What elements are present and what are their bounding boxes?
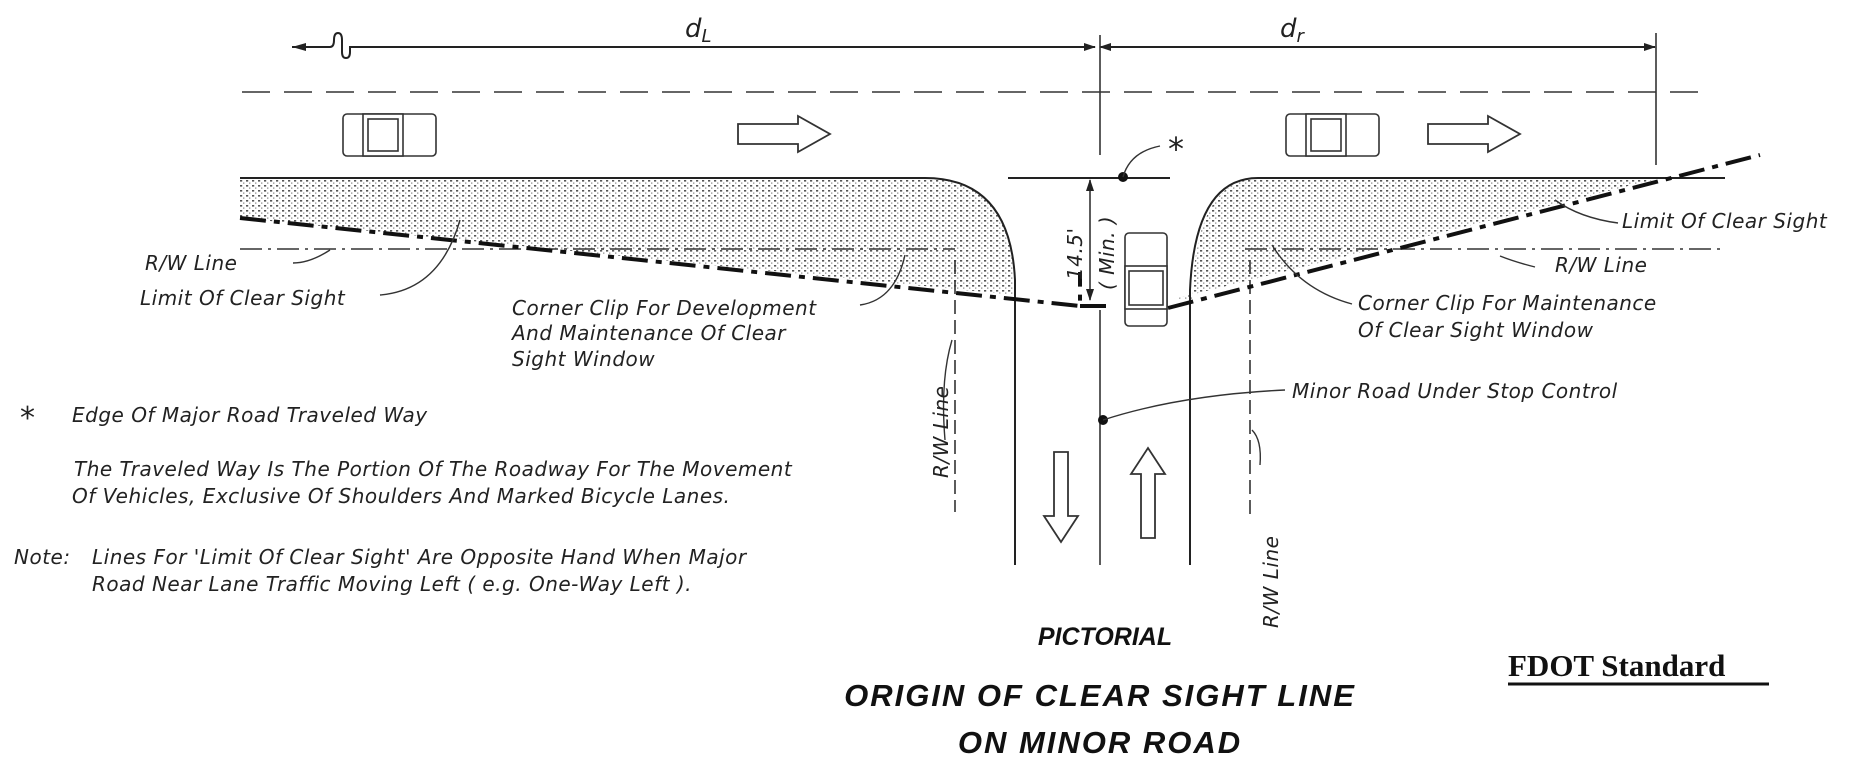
- clear-sight-area-right: [1170, 178, 1660, 300]
- arrow-right-icon-2: [1427, 114, 1522, 154]
- car-icon-major-left: [342, 113, 437, 157]
- corner-clip-maint-line1: Corner Clip For Maintenance: [1358, 291, 1657, 315]
- rw-line-label-minor-right: R/W Line: [1259, 536, 1283, 628]
- pictorial-label: PICTORIAL: [1038, 623, 1172, 651]
- car-icon-major-right: [1285, 113, 1380, 157]
- edge-asterisk: *: [1168, 130, 1184, 168]
- title-line2: ON MINOR ROAD: [958, 725, 1242, 760]
- note-line2: Road Near Lane Traffic Moving Left ( e.g…: [92, 572, 692, 596]
- source-label: FDOT Standard: [1508, 648, 1725, 683]
- setback-qualifier: ( Min. ): [1095, 216, 1119, 290]
- legend-definition-line2: Of Vehicles, Exclusive Of Shoulders And …: [72, 484, 730, 508]
- limit-clear-sight-label-left: Limit Of Clear Sight: [140, 286, 346, 310]
- legend-definition-line1: The Traveled Way Is The Portion Of The R…: [74, 457, 793, 481]
- arrow-down-icon: [1042, 451, 1080, 544]
- minor-road-label: Minor Road Under Stop Control: [1292, 379, 1618, 403]
- dim-dl-label: dL: [685, 14, 712, 47]
- clear-sight-area-left: [240, 178, 1015, 295]
- legend-symbol-text: Edge Of Major Road Traveled Way: [72, 403, 428, 427]
- rw-lines: [240, 248, 1725, 518]
- note-prefix: Note:: [14, 545, 71, 569]
- car-icon-minor: [1124, 232, 1168, 327]
- dim-dr-label: dr: [1280, 14, 1306, 47]
- dimension-lines: dL dr: [292, 14, 1657, 165]
- arrow-right-icon-1: [737, 114, 832, 154]
- legend-asterisk: *: [20, 401, 35, 436]
- setback-value: 14.5': [1063, 227, 1087, 280]
- corner-clip-maint-line2: Of Clear Sight Window: [1358, 318, 1594, 342]
- corner-clip-dev-line2: And Maintenance Of Clear: [510, 321, 787, 345]
- legend: * Edge Of Major Road Traveled Way The Tr…: [14, 401, 793, 596]
- setback-dimension: * 14.5' ( Min. ): [1010, 130, 1184, 301]
- dim-arrow-left: [292, 43, 306, 51]
- leader-lines: [292, 199, 1619, 466]
- corner-clip-dev-line3: Sight Window: [512, 347, 655, 371]
- corner-clip-dev-line1: Corner Clip For Development: [512, 296, 817, 320]
- note-line1: Lines For 'Limit Of Clear Sight' Are Opp…: [92, 545, 748, 569]
- limit-clear-sight-label-right: Limit Of Clear Sight: [1622, 209, 1828, 233]
- limit-of-clear-sight-lines: [239, 153, 1761, 310]
- arrow-up-icon: [1129, 446, 1167, 539]
- rw-line-label-right: R/W Line: [1555, 253, 1647, 277]
- title-line1: ORIGIN OF CLEAR SIGHT LINE: [844, 678, 1356, 713]
- rw-line-label-minor-left: R/W Line: [929, 386, 953, 478]
- rw-line-label-left: R/W Line: [145, 251, 237, 275]
